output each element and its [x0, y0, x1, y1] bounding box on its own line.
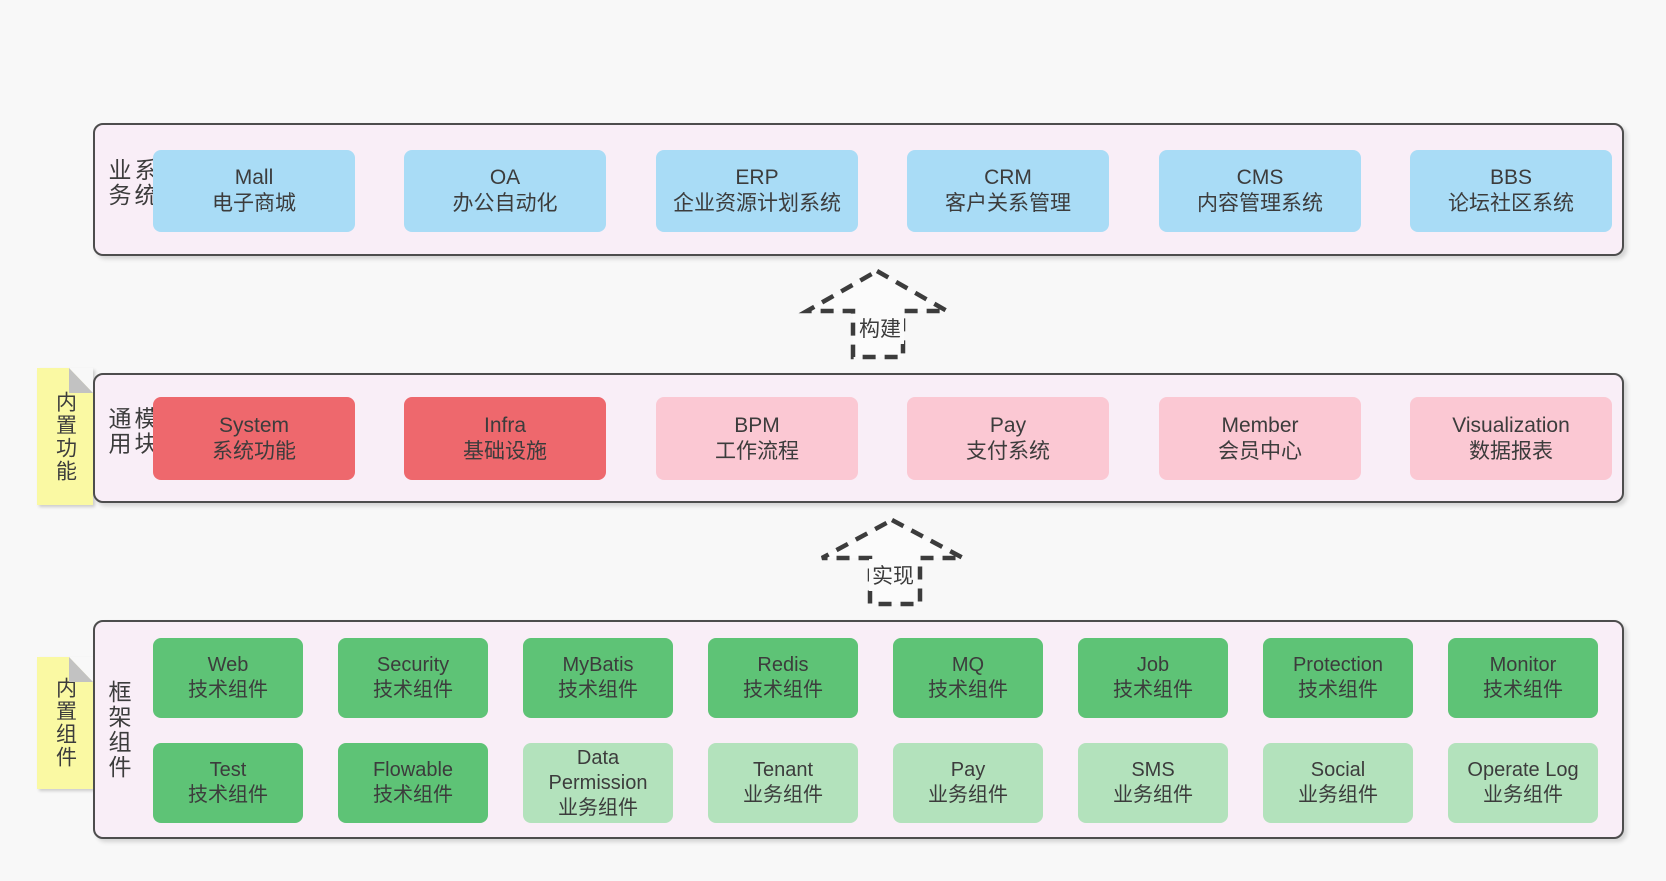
box-infra: Infra 基础设施 — [404, 397, 606, 480]
box-desc: 技术组件 — [743, 679, 823, 701]
box-desc: 系统功能 — [212, 439, 296, 463]
box-name: MyBatis — [562, 654, 634, 676]
box-name: BBS — [1489, 166, 1533, 189]
box-name: Monitor — [1489, 654, 1557, 676]
layer-common-modules: 通用模块 System 系统功能 Infra 基础设施 BPM 工作流程 Pay… — [93, 373, 1624, 503]
box-name: Protection — [1292, 654, 1384, 676]
box-name: Web — [207, 654, 249, 676]
box-name: Job — [1136, 654, 1170, 676]
box-desc: 技术组件 — [373, 679, 453, 701]
box-name: SMS — [1131, 759, 1175, 781]
note-fold-icon — [69, 368, 93, 393]
box-job: Job 技术组件 — [1078, 638, 1228, 718]
box-desc: 技术组件 — [1113, 679, 1193, 701]
box-operate-log: Operate Log 业务组件 — [1448, 743, 1598, 823]
box-desc: 论坛社区系统 — [1448, 192, 1574, 215]
box-security: Security 技术组件 — [338, 638, 488, 718]
box-name: Test — [209, 759, 247, 781]
box-crm: CRM 客户关系管理 — [907, 150, 1109, 232]
box-name: Mall — [234, 166, 274, 189]
box-desc: 业务组件 — [743, 784, 823, 806]
box-mybatis: MyBatis 技术组件 — [523, 638, 673, 718]
implement-arrow-label: 实现 — [869, 559, 917, 591]
box-pay-component: Pay 业务组件 — [893, 743, 1043, 823]
box-member: Member 会员中心 — [1159, 397, 1361, 480]
note-built-in-components: 内置组件 — [37, 657, 93, 789]
box-cms: CMS 内容管理系统 — [1159, 150, 1361, 232]
box-name: BPM — [734, 413, 780, 437]
box-desc: 业务组件 — [558, 796, 638, 819]
box-name: Pay — [950, 759, 986, 781]
box-desc: 技术组件 — [558, 679, 638, 701]
box-desc: 客户关系管理 — [945, 192, 1071, 215]
box-desc: 电子商城 — [212, 192, 296, 215]
box-name: Pay — [989, 413, 1027, 437]
note-fold-icon — [69, 657, 93, 682]
box-desc: 基础设施 — [463, 439, 547, 463]
box-visualization: Visualization 数据报表 — [1410, 397, 1612, 480]
box-system: System 系统功能 — [153, 397, 355, 480]
box-name: Social — [1310, 759, 1366, 781]
box-name: System — [218, 413, 289, 437]
box-name: MQ — [951, 654, 985, 676]
box-name: Redis — [757, 654, 809, 676]
layer-business-systems-label: 业务系统 — [105, 157, 157, 208]
box-name: CRM — [984, 166, 1032, 189]
box-name: ERP — [735, 166, 779, 189]
box-desc: 内容管理系统 — [1197, 192, 1323, 215]
box-test: Test 技术组件 — [153, 743, 303, 823]
box-desc: 技术组件 — [188, 784, 268, 806]
box-tenant: Tenant 业务组件 — [708, 743, 858, 823]
box-desc: 办公自动化 — [452, 192, 558, 215]
box-name: CMS — [1236, 166, 1284, 189]
box-name: Operate Log — [1467, 759, 1579, 781]
box-bbs: BBS 论坛社区系统 — [1410, 150, 1612, 232]
note-built-in-components-label: 内置组件 — [53, 677, 77, 769]
box-desc: 业务组件 — [1113, 784, 1193, 806]
box-name: Infra — [483, 413, 527, 437]
box-pay-module: Pay 支付系统 — [907, 397, 1109, 480]
box-desc: 业务组件 — [1483, 784, 1563, 806]
box-desc: 技术组件 — [1483, 679, 1563, 701]
box-desc: 技术组件 — [373, 784, 453, 806]
layer-business-systems: 业务系统 Mall 电子商城 OA 办公自动化 ERP 企业资源计划系统 CRM… — [93, 123, 1624, 256]
box-desc: 技术组件 — [188, 679, 268, 701]
box-desc: 会员中心 — [1218, 439, 1302, 463]
box-desc: 数据报表 — [1469, 439, 1553, 463]
box-protection: Protection 技术组件 — [1263, 638, 1413, 718]
box-name: Data Permission — [548, 746, 648, 794]
box-redis: Redis 技术组件 — [708, 638, 858, 718]
note-built-in-features-label: 内置功能 — [53, 390, 77, 483]
box-name: Tenant — [752, 759, 814, 781]
box-bpm: BPM 工作流程 — [656, 397, 858, 480]
box-desc: 技术组件 — [1298, 679, 1378, 701]
box-sms: SMS 业务组件 — [1078, 743, 1228, 823]
box-desc: 业务组件 — [928, 784, 1008, 806]
box-mall: Mall 电子商城 — [153, 150, 355, 232]
box-erp: ERP 企业资源计划系统 — [656, 150, 858, 232]
box-name: Security — [376, 654, 450, 676]
box-name: Member — [1221, 413, 1299, 437]
box-name: Visualization — [1452, 413, 1570, 437]
box-social: Social 业务组件 — [1263, 743, 1413, 823]
box-name: Flowable — [372, 759, 454, 781]
layer-common-modules-label: 通用模块 — [105, 406, 157, 457]
box-desc: 技术组件 — [928, 679, 1008, 701]
box-desc: 业务组件 — [1298, 784, 1378, 806]
box-desc: 工作流程 — [715, 439, 799, 463]
box-desc: 支付系统 — [966, 439, 1050, 463]
note-built-in-features: 内置功能 — [37, 368, 93, 505]
box-web: Web 技术组件 — [153, 638, 303, 718]
build-arrow-label: 构建 — [856, 312, 904, 344]
box-name: OA — [489, 166, 521, 189]
box-flowable: Flowable 技术组件 — [338, 743, 488, 823]
box-data-permission: Data Permission 业务组件 — [523, 743, 673, 823]
layer-framework-components-label: 框架组件 — [105, 679, 131, 780]
box-monitor: Monitor 技术组件 — [1448, 638, 1598, 718]
box-oa: OA 办公自动化 — [404, 150, 606, 232]
layer-framework-components: 框架组件 Web 技术组件 Security 技术组件 MyBatis 技术组件… — [93, 620, 1624, 839]
box-mq: MQ 技术组件 — [893, 638, 1043, 718]
box-desc: 企业资源计划系统 — [673, 192, 841, 215]
